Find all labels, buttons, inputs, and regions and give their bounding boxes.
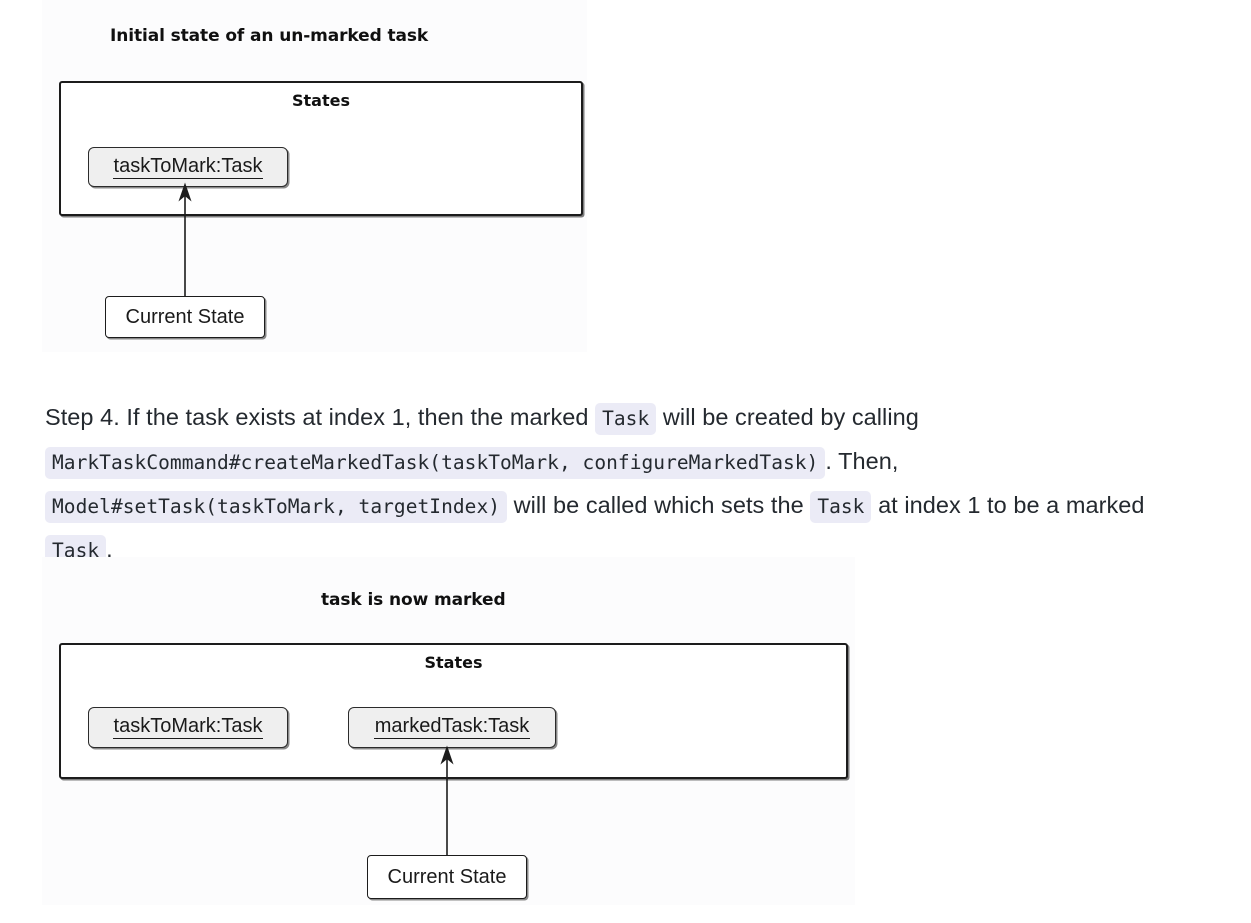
prose-text-5: . [106, 535, 113, 562]
code-chip-settask: Model#setTask(taskToMark, targetIndex) [45, 490, 508, 523]
diagram-task-now-marked: task is now marked States taskToMark:Tas… [42, 557, 855, 905]
object-node-tasktomark-2-label: taskToMark:Task [112, 715, 264, 739]
note-current-state-2-label: Current State [387, 865, 507, 888]
states-frame-1-label: States [292, 91, 350, 110]
states-frame-2: States taskToMark:Task markedTask:Task [59, 643, 848, 779]
code-chip-task-2: Task [810, 490, 872, 523]
code-chip-task-1: Task [595, 402, 657, 435]
object-node-tasktomark-1[interactable]: taskToMark:Task [88, 147, 288, 187]
states-frame-1: States taskToMark:Task [59, 81, 583, 216]
states-frame-2-label: States [424, 653, 483, 672]
note-current-state-1[interactable]: Current State [105, 296, 265, 338]
prose-text-4: at index 1 to be a marked [871, 491, 1145, 518]
code-chip-createmarkedtask: MarkTaskCommand#createMarkedTask(taskToM… [45, 446, 826, 479]
object-node-markedtask[interactable]: markedTask:Task [348, 707, 556, 748]
object-node-tasktomark-1-label: taskToMark:Task [112, 154, 264, 179]
prose-text-3: will be called which sets the [507, 491, 811, 518]
diagram-1-title: Initial state of an un-marked task [110, 26, 429, 46]
diagram-2-title: task is now marked [321, 590, 506, 610]
prose-text-0: Step 4. If the task exists at index 1, t… [45, 403, 596, 430]
object-node-markedtask-label: markedTask:Task [373, 715, 531, 739]
prose-text-1: will be created by calling [656, 403, 919, 430]
step-4-paragraph: Step 4. If the task exists at index 1, t… [45, 396, 1205, 572]
note-current-state-2[interactable]: Current State [367, 855, 527, 899]
diagram-initial-state: Initial state of an un-marked task State… [42, 0, 587, 352]
connector-note-to-markedtask [440, 745, 454, 856]
note-current-state-1-label: Current State [125, 305, 245, 328]
prose-text-2: . Then, [825, 447, 899, 474]
connector-note-to-tasktomark-1 [178, 182, 192, 297]
object-node-tasktomark-2[interactable]: taskToMark:Task [88, 707, 288, 748]
